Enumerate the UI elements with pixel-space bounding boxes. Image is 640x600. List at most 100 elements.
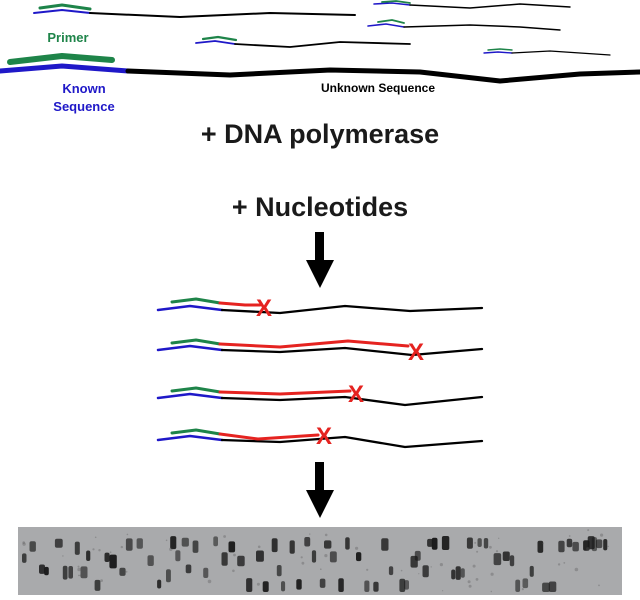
gel-speckle	[165, 539, 168, 542]
gel-speckle	[418, 573, 420, 575]
gel-speckle	[490, 590, 492, 593]
gel-speckle	[109, 551, 112, 554]
gel-speckle	[207, 579, 212, 584]
primer-strand	[38, 3, 92, 11]
gel-speckle	[472, 564, 476, 568]
gel-speckle	[574, 567, 579, 572]
gel-speckle	[301, 561, 305, 565]
gel-band	[558, 540, 565, 553]
template-fragment	[373, 0, 571, 9]
gel-band	[466, 537, 473, 549]
terminator-x: X	[408, 339, 424, 366]
gel-band	[414, 550, 421, 561]
unknown-sequence-label: Unknown Sequence	[321, 81, 435, 95]
known-sequence-label: Known	[62, 81, 105, 96]
unknown-strand	[220, 395, 484, 407]
gel-speckle	[300, 556, 303, 559]
gel-band	[170, 536, 177, 550]
gel-band	[522, 578, 529, 589]
known-strand	[367, 23, 405, 28]
gel-speckle	[77, 565, 80, 568]
gel-speckle	[498, 537, 500, 539]
gel-band	[136, 538, 143, 549]
gel-band	[431, 537, 438, 550]
terminator-x: X	[256, 295, 272, 322]
gel-band	[147, 555, 154, 566]
gel-band	[54, 538, 63, 548]
gel-band	[388, 566, 394, 576]
gel-speckle	[120, 545, 124, 549]
gel-speckle	[320, 568, 322, 570]
gel-band	[319, 578, 326, 588]
known-strand	[373, 2, 411, 6]
gel-band	[213, 536, 218, 547]
gel-speckle	[521, 588, 524, 591]
known-strand	[483, 51, 513, 54]
unknown-strand	[125, 67, 640, 84]
gel-band	[271, 538, 278, 553]
gel-band	[381, 538, 389, 551]
terminated-strands: X X X X	[156, 295, 484, 450]
primer-strand	[201, 35, 238, 42]
main-template-fragment	[0, 53, 640, 84]
gel-speckle	[495, 550, 499, 553]
known-strand	[156, 392, 224, 400]
gel-band	[493, 553, 502, 566]
primer-strand	[170, 338, 222, 346]
gel-band	[404, 580, 409, 590]
gel-speckle	[94, 536, 97, 539]
gel-speckle	[598, 584, 600, 587]
primer-strand	[487, 48, 513, 51]
terminated-strand	[156, 386, 484, 407]
gel-speckle	[490, 572, 494, 576]
gel-band	[603, 539, 608, 551]
gel-speckle	[324, 554, 328, 558]
gel-band	[566, 538, 573, 548]
gel-band	[477, 538, 482, 547]
primer-strand	[381, 0, 411, 4]
gel-band	[256, 550, 264, 562]
gel-band	[451, 569, 456, 580]
gel-speckle	[489, 545, 492, 549]
gel-speckle	[563, 562, 566, 564]
gel-band	[595, 539, 603, 549]
unknown-strand	[220, 304, 484, 315]
extension-strand	[218, 389, 352, 396]
gel-band	[509, 555, 515, 567]
gel-speckle	[600, 533, 604, 537]
terminator-x: X	[316, 423, 332, 450]
gel-band	[181, 537, 189, 547]
gel-band	[86, 550, 91, 561]
gel-band	[542, 582, 550, 592]
gel-speckle	[77, 567, 81, 572]
gel-band	[296, 579, 302, 590]
gel-band	[166, 569, 171, 583]
gel-band	[329, 551, 337, 563]
unknown-strand	[234, 41, 411, 48]
gel-band	[203, 567, 209, 578]
step-dna-polymerase: + DNA polymerase	[201, 119, 439, 149]
template-fragment	[33, 3, 356, 18]
extension-strand	[218, 301, 262, 307]
gel-band	[441, 536, 450, 550]
gel-speckle	[442, 590, 444, 592]
known-strand	[156, 344, 224, 352]
gel-band	[364, 580, 370, 592]
gel-speckle	[569, 539, 572, 542]
gel-band	[304, 537, 311, 547]
gel-speckle	[223, 535, 227, 538]
gel-speckle	[557, 563, 561, 566]
extension-strand	[218, 432, 320, 441]
gel-speckle	[586, 547, 590, 551]
primer-strand	[170, 386, 222, 394]
gel-band	[529, 565, 534, 577]
gel-band	[572, 541, 579, 552]
gel-band	[44, 566, 49, 576]
known-strand	[156, 304, 224, 312]
primer-strand	[7, 53, 115, 65]
gel-band	[246, 578, 253, 592]
sequencing-gel-image	[18, 527, 622, 595]
primer-strand	[377, 19, 405, 24]
gel-speckle	[430, 566, 432, 568]
gel-band	[591, 537, 597, 552]
